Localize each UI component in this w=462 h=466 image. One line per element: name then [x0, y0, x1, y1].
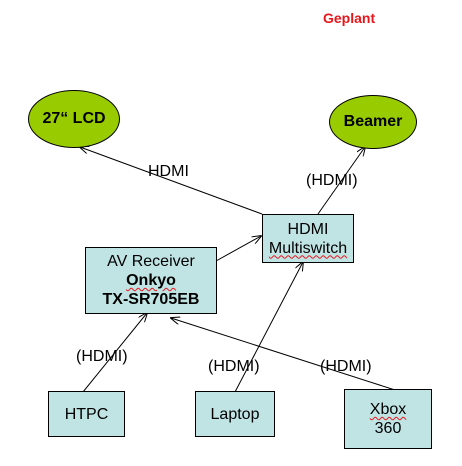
node-lcd-label: 27“ LCD [42, 110, 106, 127]
node-xbox: Xbox 360 [344, 389, 432, 449]
edge-label-laptop: (HDMI) [208, 358, 260, 375]
edge-label-beamer: (HDMI) [306, 172, 358, 189]
node-laptop-label: Laptop [210, 405, 260, 423]
node-receiver-line3: TX-SR705EB [102, 291, 200, 308]
node-multiswitch-line1: HDMI [287, 220, 329, 238]
node-htpc: HTPC [48, 391, 125, 437]
node-lcd: 27“ LCD [28, 90, 120, 148]
edge-multiswitch-to-beamer [317, 147, 365, 215]
node-beamer-label: Beamer [343, 113, 403, 130]
node-receiver-line2: Onkyo [126, 272, 176, 289]
edge-label-htpc: (HDMI) [76, 348, 128, 365]
edge-laptop-to-multiswitch [234, 262, 303, 393]
edge-xbox-to-receiver [171, 318, 396, 391]
edge-receiver-to-multiswitch [215, 236, 261, 262]
node-multiswitch: HDMI Multiswitch [262, 214, 354, 263]
node-xbox-line2: 360 [374, 420, 402, 437]
node-multiswitch-line2: Multiswitch [268, 239, 348, 257]
edge-label-xbox: (HDMI) [320, 358, 372, 375]
edge-multiswitch-to-lcd [80, 147, 263, 215]
edge-label-lcd: HDMI [148, 163, 189, 180]
node-htpc-label: HTPC [64, 405, 109, 423]
node-receiver-line1: AV Receiver [107, 253, 195, 270]
node-receiver: AV Receiver Onkyo TX-SR705EB [85, 247, 217, 314]
node-laptop: Laptop [195, 391, 275, 437]
edge-htpc-to-receiver [82, 313, 147, 393]
diagram-title: Geplant [323, 10, 376, 26]
node-xbox-line1: Xbox [369, 401, 407, 418]
node-beamer: Beamer [329, 95, 417, 149]
